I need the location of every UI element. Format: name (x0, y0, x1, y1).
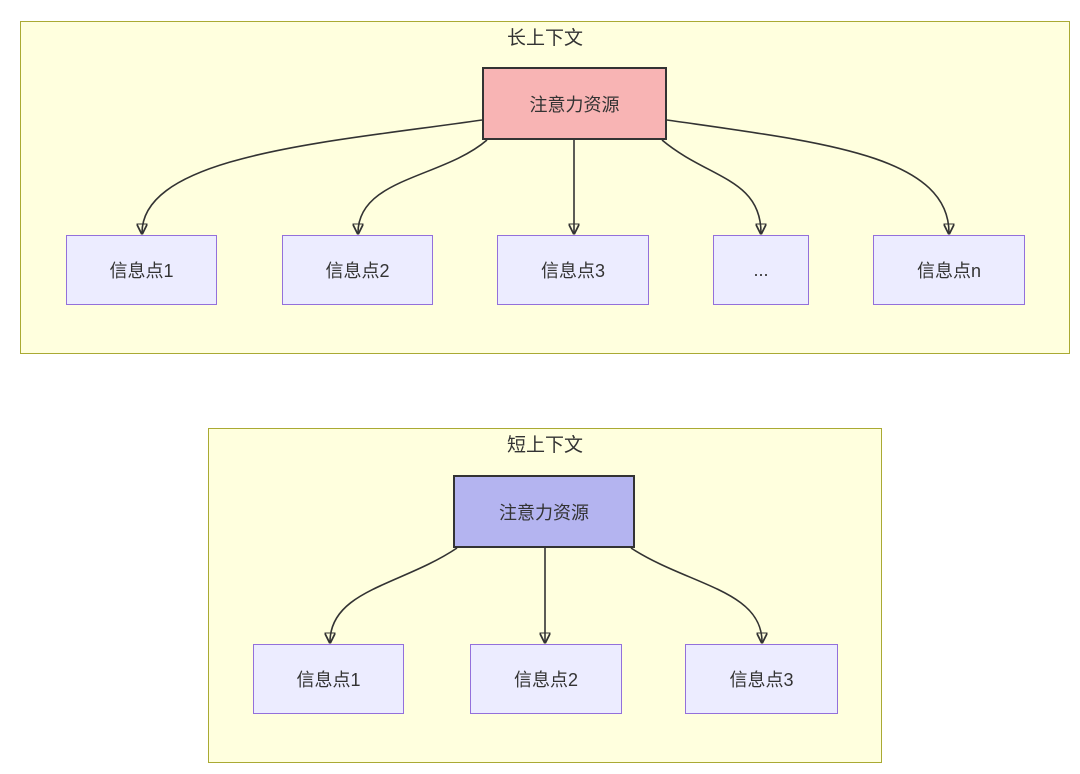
node-info-point-3-long: 信息点3 (497, 235, 649, 305)
node-info-point-ellipsis-long: ... (713, 235, 809, 305)
node-info-point-1-short: 信息点1 (253, 644, 404, 714)
node-info-point-n-long: 信息点n (873, 235, 1025, 305)
node-attention-resource-short: 注意力资源 (453, 475, 635, 548)
panel-title-short-context: 短上下文 (506, 435, 583, 456)
node-attention-resource-long: 注意力资源 (482, 67, 667, 140)
node-info-point-1-long: 信息点1 (66, 235, 217, 305)
node-info-point-3-short: 信息点3 (685, 644, 838, 714)
node-info-point-2-short: 信息点2 (470, 644, 622, 714)
panel-title-long-context: 长上下文 (506, 28, 583, 49)
node-info-point-2-long: 信息点2 (282, 235, 433, 305)
